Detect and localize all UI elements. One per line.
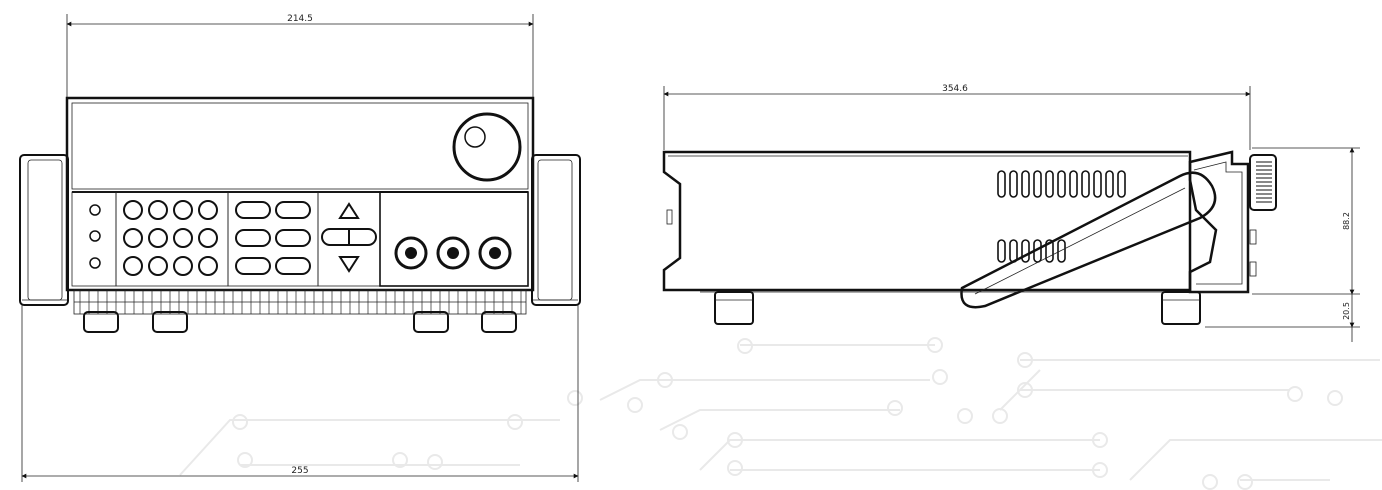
- vent-slot: [1045, 239, 1054, 263]
- rotary-knob: [452, 112, 522, 182]
- vent-slot: [1045, 170, 1054, 198]
- height-dimension: 88.2 20.5: [1205, 147, 1360, 342]
- vent-slot: [997, 170, 1006, 198]
- vent-slot: [1021, 170, 1030, 198]
- feet: [83, 311, 517, 333]
- function-keys: [235, 201, 311, 275]
- width-dimension: 214.5: [66, 14, 534, 98]
- vent-slot: [1093, 170, 1102, 198]
- vent-slot: [1033, 170, 1042, 198]
- arrow-keys: [321, 202, 377, 273]
- foot-height-label: 20.5: [1342, 302, 1351, 320]
- vent-slot: [1021, 239, 1030, 263]
- display-area: [71, 102, 529, 190]
- upper-vent-slots: [997, 170, 1126, 198]
- base-vents: [73, 289, 527, 315]
- right-handle: [531, 154, 581, 306]
- left-handle: [19, 154, 69, 306]
- depth-label: 255: [291, 466, 308, 476]
- numeric-keypad: [123, 200, 218, 276]
- width-label: 214.5: [287, 14, 313, 24]
- height-label: 88.2: [1342, 212, 1351, 230]
- front-view: 214.5: [19, 14, 581, 482]
- vent-slot: [1057, 239, 1066, 263]
- output-terminals: [394, 236, 512, 270]
- side-feet: [714, 291, 1201, 325]
- background-circuit-pattern: [179, 337, 1382, 490]
- length-label: 354.6: [942, 84, 968, 94]
- vent-slot: [1057, 170, 1066, 198]
- indicator-leds: [89, 204, 101, 269]
- carry-handle: [960, 171, 1217, 309]
- vent-slot: [1081, 170, 1090, 198]
- side-knob: [1249, 154, 1277, 211]
- up-arrow-icon: [338, 202, 360, 219]
- depth-dimension: 255: [21, 305, 579, 482]
- front-panel-body: [65, 96, 535, 292]
- vent-slot: [1009, 170, 1018, 198]
- vent-slot: [997, 239, 1006, 263]
- side-view: 354.6: [662, 84, 1360, 342]
- vent-slot: [1009, 239, 1018, 263]
- vent-slot: [1105, 170, 1114, 198]
- side-body: [662, 150, 1192, 292]
- length-dimension: 354.6: [663, 84, 1251, 150]
- down-arrow-icon: [338, 256, 360, 273]
- vent-slot: [1069, 170, 1078, 198]
- front-bracket: [1188, 150, 1250, 294]
- vent-slot: [1117, 170, 1126, 198]
